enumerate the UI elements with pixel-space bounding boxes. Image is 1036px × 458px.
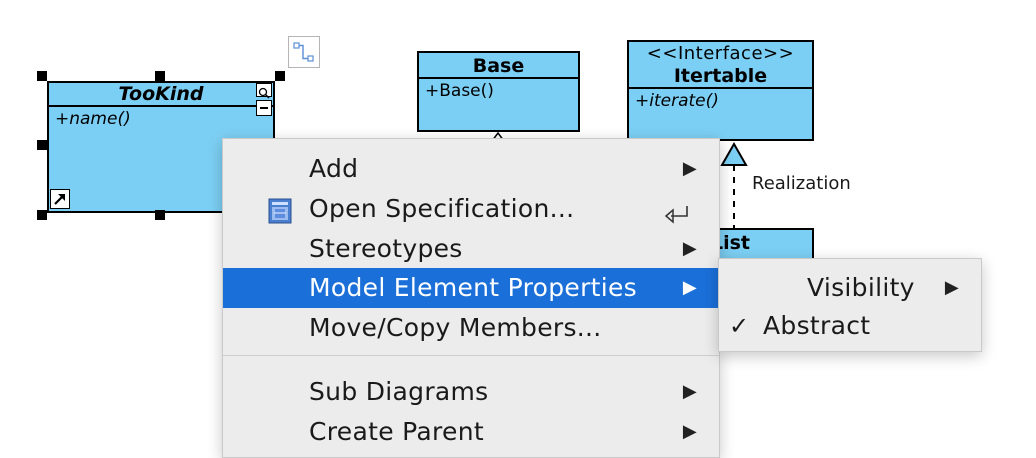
submenu-arrow-icon: ▶ [682, 381, 697, 402]
resize-handle[interactable] [275, 71, 285, 81]
class-base-operation: +Base() [425, 81, 494, 101]
menu-item-add[interactable]: Add ▶ [223, 149, 719, 189]
menu-item-visibility[interactable]: Visibility ▶ [719, 268, 981, 308]
shortcut-arrow-icon [50, 189, 70, 209]
menu-item-label: Move/Copy Members... [309, 313, 602, 342]
menu-item-label: Model Element Properties [309, 273, 638, 302]
menu-item-label: Open Specification... [309, 194, 575, 223]
resize-handle[interactable] [37, 71, 47, 81]
checkmark-icon: ✓ [729, 312, 750, 340]
menu-item-abstract[interactable]: ✓ Abstract [719, 306, 981, 346]
submenu-arrow-icon: ▶ [682, 158, 697, 179]
submenu-model-element-properties: Visibility ▶ ✓ Abstract [718, 258, 982, 352]
menu-item-label: Sub Diagrams [309, 377, 489, 406]
class-tookind-operation: +name() [55, 109, 131, 129]
resize-handle[interactable] [155, 210, 165, 220]
class-tookind-name: TooKind [49, 83, 273, 107]
specification-icon [268, 196, 292, 224]
class-iterable-stereotype: <<Interface>> [646, 43, 795, 64]
menu-item-label: Add [309, 154, 359, 183]
realization-label: Realization [752, 173, 851, 194]
zoom-icon[interactable] [256, 83, 272, 99]
submenu-arrow-icon: ▶ [682, 238, 697, 259]
connector-resource-icon[interactable] [288, 36, 320, 68]
menu-item-create-parent[interactable]: Create Parent ▶ [223, 412, 719, 452]
submenu-arrow-icon: ▶ [682, 421, 697, 442]
class-list-name: List [710, 232, 750, 254]
resize-handle[interactable] [155, 71, 165, 81]
menu-separator [223, 355, 719, 356]
enter-icon [664, 198, 691, 224]
resize-handle[interactable] [37, 210, 47, 220]
menu-item-stereotypes[interactable]: Stereotypes ▶ [223, 229, 719, 269]
menu-item-sub-diagrams[interactable]: Sub Diagrams ▶ [223, 372, 719, 412]
class-base-name: Base [419, 53, 578, 79]
submenu-arrow-icon: ▶ [682, 277, 697, 298]
menu-item-label: Visibility [807, 273, 915, 302]
class-iterable-name: Itertable [629, 65, 812, 89]
menu-item-label: Stereotypes [309, 234, 463, 263]
menu-item-label: Create Parent [309, 417, 484, 446]
class-iterable[interactable]: <<Interface>> Itertable +iterate() [627, 40, 814, 141]
submenu-arrow-icon: ▶ [944, 277, 959, 298]
menu-item-open-specification[interactable]: Open Specification... [223, 189, 719, 229]
resize-handle[interactable] [37, 140, 47, 150]
class-base[interactable]: Base +Base() [417, 51, 580, 132]
menu-item-move-copy-members[interactable]: Move/Copy Members... [223, 308, 719, 348]
context-menu: Add ▶ Open Specification... Stereotypes … [222, 138, 720, 458]
collapse-icon[interactable] [256, 100, 272, 116]
class-iterable-operation: +iterate() [635, 91, 719, 111]
menu-item-model-element-properties[interactable]: Model Element Properties ▶ [223, 268, 719, 308]
menu-item-label: Abstract [763, 311, 871, 340]
